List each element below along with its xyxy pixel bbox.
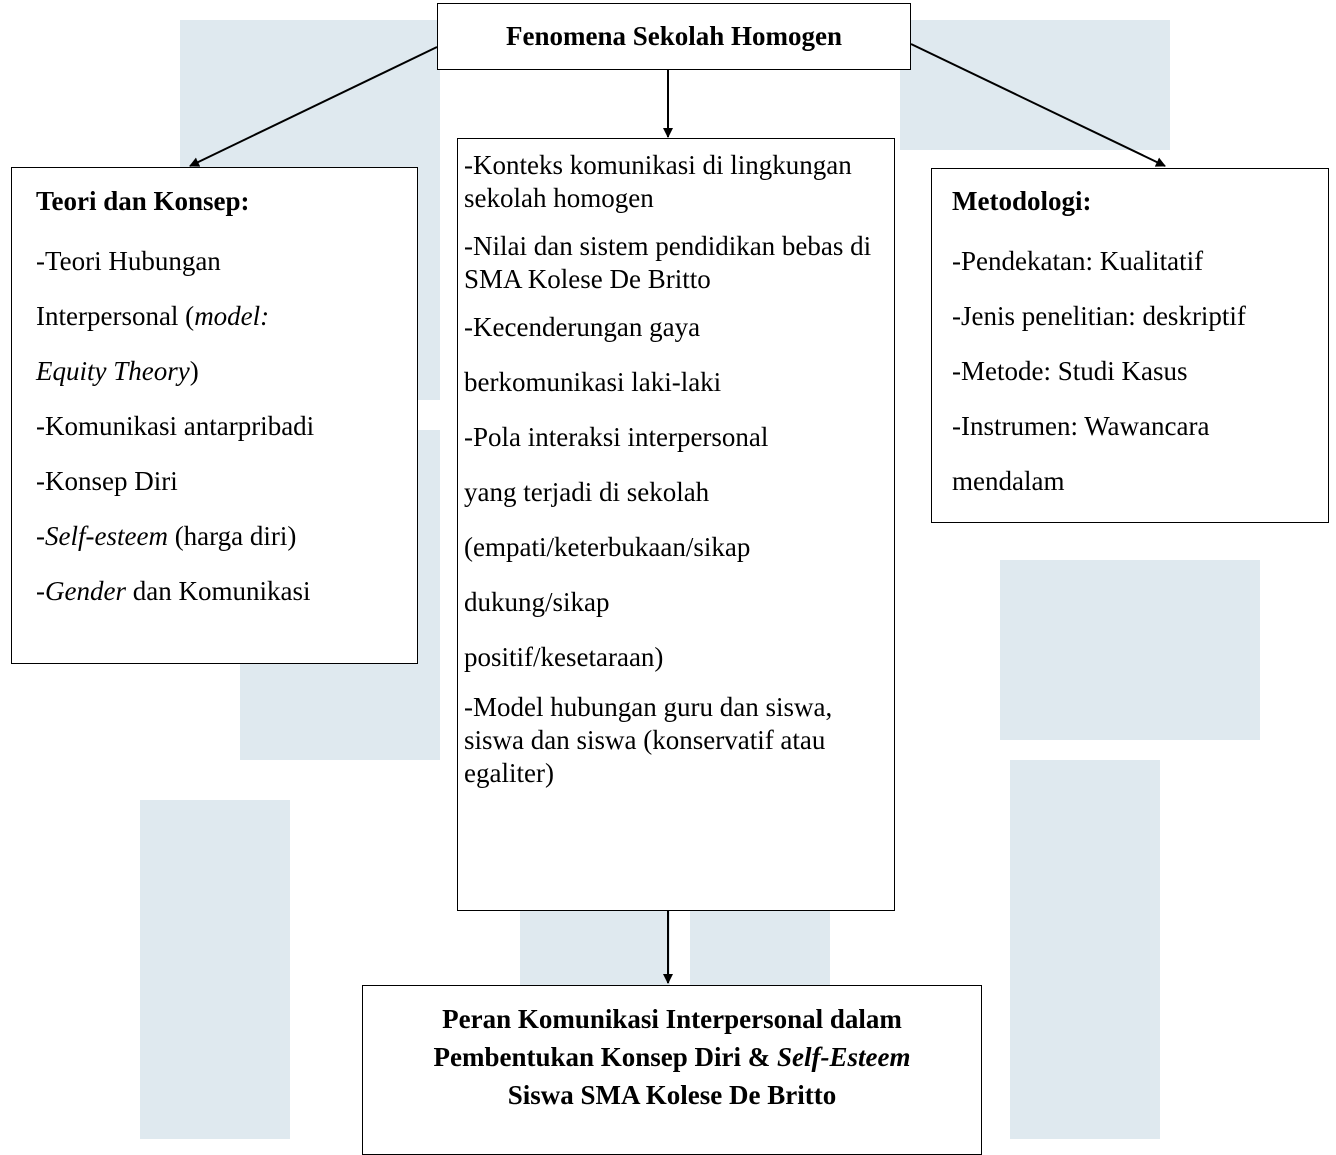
watermark-letter-n-stem [1010, 760, 1160, 1139]
watermark-block-right-low [1000, 560, 1260, 740]
watermark-letter-u-left [140, 800, 290, 1139]
conclusion-box: Peran Komunikasi Interpersonal dalam Pem… [362, 985, 982, 1155]
theory-item-3: -Konsep Diri [36, 466, 178, 496]
context-item-4: -Pola interaksi interpersonal [464, 422, 769, 452]
theory-item-1-cont-2: Equity Theory) [36, 356, 199, 386]
context-item-3: -Kecenderungan gaya [464, 312, 701, 342]
conclusion-line-1: Peran Komunikasi Interpersonal dalam [442, 1004, 902, 1034]
context-item-4-cont-1: yang terjadi di sekolah [464, 477, 710, 507]
theory-item-5: -Gender dan Komunikasi [36, 576, 311, 606]
conclusion-line-2: Pembentukan Konsep Diri & Self-Esteem [433, 1042, 911, 1072]
context-item-4-cont-3: dukung/sikap [464, 587, 610, 617]
phenomenon-title: Fenomena Sekolah Homogen [505, 21, 842, 51]
theory-item-1-cont: Interpersonal (model: [36, 301, 270, 331]
context-box: -Konteks komunikasi di lingkungan sekola… [457, 138, 895, 911]
watermark-block-right [900, 20, 1170, 150]
methodology-item-1: -Pendekatan: Kualitatif [952, 246, 1204, 276]
methodology-item-4-cont: mendalam [952, 466, 1065, 496]
methodology-item-4: -Instrumen: Wawancara [952, 411, 1210, 441]
methodology-item-3: -Metode: Studi Kasus [952, 356, 1188, 386]
theory-item-1: -Teori Hubungan [36, 246, 221, 276]
theory-concept-box: Teori dan Konsep: -Teori Hubungan Interp… [11, 167, 418, 664]
context-item-1: -Konteks komunikasi di lingkungan sekola… [464, 150, 852, 213]
methodology-item-2: -Jenis penelitian: deskriptif [952, 301, 1246, 331]
phenomenon-box: Fenomena Sekolah Homogen [437, 3, 911, 70]
methodology-box: Metodologi: -Pendekatan: Kualitatif -Jen… [931, 168, 1329, 523]
arrow-to-methodology [910, 43, 1166, 167]
theory-item-2: -Komunikasi antarpribadi [36, 411, 315, 441]
theory-item-4: -Self-esteem (harga diri) [36, 521, 297, 551]
context-item-4-cont-2: (empati/keterbukaan/sikap [464, 532, 751, 562]
context-item-5: -Model hubungan guru dan siswa, siswa da… [464, 692, 833, 788]
theory-heading: Teori dan Konsep: [36, 186, 250, 216]
arrow-to-theory [189, 46, 438, 167]
methodology-heading: Metodologi: [952, 186, 1092, 216]
conclusion-line-3: Siswa SMA Kolese De Britto [507, 1080, 837, 1110]
context-item-4-cont-4: positif/kesetaraan) [464, 642, 664, 672]
context-item-2: -Nilai dan sistem pendidikan bebas di SM… [464, 231, 872, 294]
context-item-3-cont: berkomunikasi laki-laki [464, 367, 722, 397]
